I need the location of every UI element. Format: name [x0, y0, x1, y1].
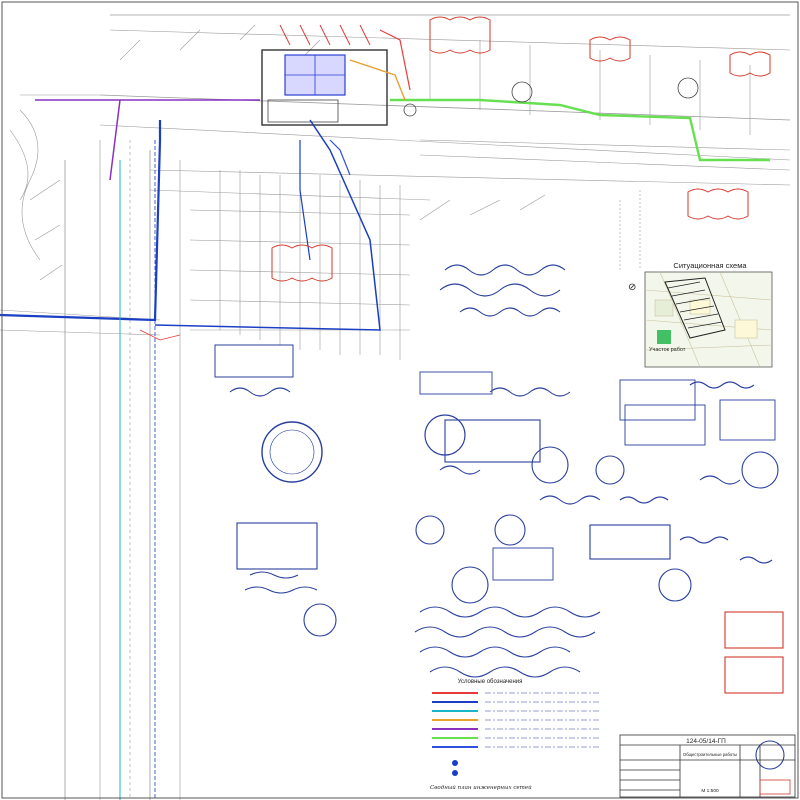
legend: Условные обозначения Сводный план инжене… — [430, 679, 600, 791]
storm-sewer-line — [35, 99, 260, 181]
situation-scheme: Ситуационная схема Участок работ ⊘ — [628, 261, 773, 368]
proposed-main-line — [390, 98, 770, 162]
callout-circles — [403, 77, 699, 117]
revision-clouds — [271, 16, 771, 282]
water-main-line — [0, 120, 162, 322]
round-stamp — [424, 414, 466, 456]
work-type: Общестроительные работы — [683, 752, 737, 757]
work-area-label: Участок работ — [649, 347, 686, 353]
building-block — [261, 24, 388, 126]
stamp — [444, 419, 541, 463]
drawing-code: 124-05/14-ГП — [686, 738, 726, 745]
stamp — [214, 344, 294, 378]
stamp — [236, 522, 318, 570]
utility-networks — [0, 29, 770, 800]
heat-network-line — [379, 29, 411, 91]
stamp — [589, 524, 671, 560]
title-block — [619, 734, 796, 798]
gas-line — [349, 59, 406, 101]
handwritten-signatures — [229, 264, 773, 678]
north-arrow-icon: ⊘ — [628, 282, 636, 293]
legend-symbol — [452, 760, 458, 766]
legend-rows — [432, 692, 600, 748]
plan-caption: Сводный план инженерных сетей — [430, 785, 532, 791]
approval-stamps — [214, 344, 785, 770]
legend-symbol — [452, 770, 458, 776]
water-branch-line — [154, 119, 381, 331]
round-stamp — [261, 421, 323, 483]
topography — [0, 14, 791, 800]
scale-label: М 1:500 — [701, 788, 719, 794]
legend-title: Условные обозначения — [458, 679, 523, 685]
situation-title: Ситуационная схема — [673, 261, 747, 270]
work-area-marker — [657, 330, 671, 344]
